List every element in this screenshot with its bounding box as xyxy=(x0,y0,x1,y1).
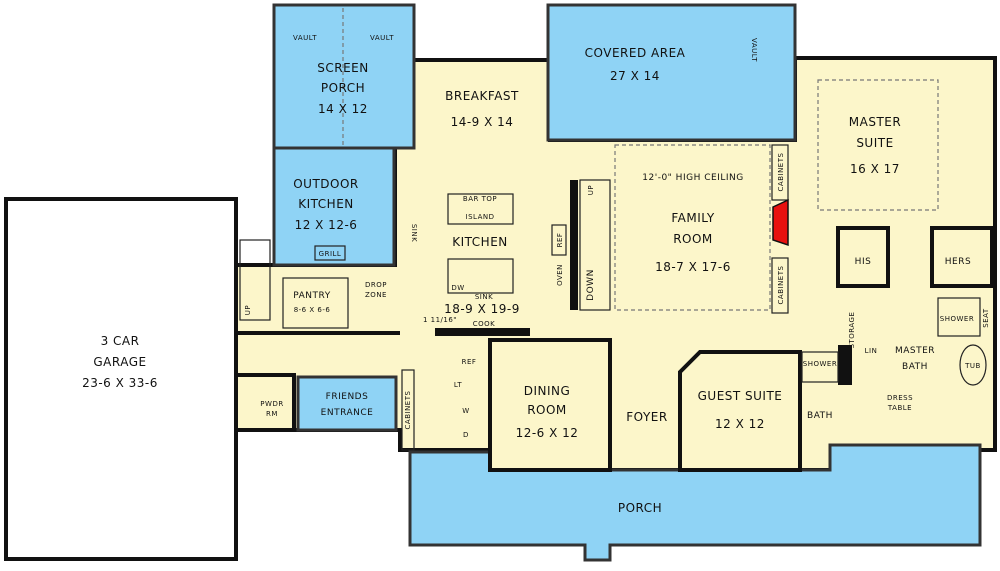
powder-room-label: PWDR xyxy=(260,400,283,408)
stairs: UP DOWN UP xyxy=(239,179,611,321)
tub-label: TUB xyxy=(964,362,981,370)
family-room-label: FAMILY xyxy=(671,211,714,225)
grill-label: GRILL xyxy=(319,250,342,258)
covered-area-size: 27 X 14 xyxy=(610,69,660,83)
guest-shower-label: SHOWER xyxy=(803,360,837,368)
garage-size: 23-6 X 33-6 xyxy=(82,376,158,390)
washer-label: W xyxy=(462,407,469,415)
storage-label: STORAGE xyxy=(848,312,856,349)
guest-suite-size: 12 X 12 xyxy=(715,417,765,431)
master-suite: MASTER SUITE 16 X 17 xyxy=(817,79,939,211)
outdoor-kitchen: OUTDOOR KITCHEN 12 X 12-6 GRILL xyxy=(272,146,396,267)
dryer-label: D xyxy=(463,431,469,439)
his-closet-label: HIS xyxy=(855,257,872,267)
family-room-label-2: ROOM xyxy=(673,232,713,246)
guest-suite: GUEST SUITE 12 X 12 SHOWER BATH xyxy=(678,350,839,472)
island-sink-label: SINK xyxy=(475,293,493,301)
foyer-label: FOYER xyxy=(626,410,667,424)
dress-table-label: DRESS xyxy=(887,394,913,402)
garage: 3 CAR GARAGE 23-6 X 33-6 xyxy=(4,197,238,561)
drop-zone-label-2: ZONE xyxy=(365,291,387,299)
linen-label: LIN xyxy=(865,347,878,355)
outdoor-kitchen-size: 12 X 12-6 xyxy=(295,218,358,232)
laundry-tub-label: LT xyxy=(454,381,462,389)
master-bath: HIS HERS STORAGE LIN SHOWER SEAT MASTER … xyxy=(836,226,994,412)
garage-label-2: GARAGE xyxy=(93,355,146,369)
hers-closet-label: HERS xyxy=(945,257,971,267)
dining-room-size: 12-6 X 12 xyxy=(516,426,579,440)
breakfast-size: 14-9 X 14 xyxy=(451,115,514,129)
cabinets-top-label: CABINETS xyxy=(777,152,785,191)
cabinets-bottom-label: CABINETS xyxy=(777,265,785,304)
master-suite-label-2: SUITE xyxy=(856,136,893,150)
master-bath-label: MASTER xyxy=(895,346,935,356)
vault-right-label: VAULT xyxy=(370,34,394,42)
oven-label: OVEN xyxy=(556,264,564,286)
porch-label: PORCH xyxy=(618,501,662,515)
dress-table-label-2: TABLE xyxy=(887,404,912,412)
drop-zone-label: DROP xyxy=(365,281,387,289)
friends-entrance-label: FRIENDS xyxy=(326,392,369,402)
screen-porch: VAULT VAULT SCREEN PORCH 14 X 12 xyxy=(272,3,416,150)
garage-label: 3 CAR xyxy=(101,334,140,348)
screen-porch-size: 14 X 12 xyxy=(318,102,368,116)
powder-room-label-2: RM xyxy=(266,410,278,418)
fireplace-icon xyxy=(772,198,789,247)
master-shower-label: SHOWER xyxy=(940,315,974,323)
master-suite-size: 16 X 17 xyxy=(850,162,900,176)
island-label: ISLAND xyxy=(466,213,495,221)
family-room-size: 18-7 X 17-6 xyxy=(655,260,731,274)
ref-label: REF xyxy=(556,233,564,248)
dining-room-label-2: ROOM xyxy=(527,403,567,417)
dimension-label: 1 11/16" xyxy=(423,316,457,324)
guest-bath-label: BATH xyxy=(807,411,833,421)
vault-left-label: VAULT xyxy=(293,34,317,42)
covered-area-label: COVERED AREA xyxy=(585,46,686,60)
breakfast-label: BREAKFAST xyxy=(445,89,519,103)
sink-label: SINK xyxy=(410,224,418,242)
guest-suite-label: GUEST SUITE xyxy=(698,389,783,403)
garage-stairs-up-label: UP xyxy=(244,305,252,315)
pantry-label: PANTRY xyxy=(293,291,330,301)
cooktop-label: COOK xyxy=(473,320,496,328)
screen-porch-label: SCREEN xyxy=(317,61,368,75)
screen-porch-label-2: PORCH xyxy=(321,81,365,95)
stairs-down-label: DOWN xyxy=(586,269,596,301)
covered-area: COVERED AREA 27 X 14 VAULT xyxy=(546,3,797,142)
outdoor-kitchen-label-2: KITCHEN xyxy=(298,197,354,211)
dishwasher-label: DW xyxy=(451,284,464,292)
kitchen-label: KITCHEN xyxy=(452,235,508,249)
dining-room-label: DINING xyxy=(524,384,571,398)
outdoor-kitchen-label: OUTDOOR xyxy=(293,177,359,191)
seat-label: SEAT xyxy=(982,308,990,328)
vault-label: VAULT xyxy=(750,38,758,62)
stairs-up-label: UP xyxy=(587,185,595,195)
master-suite-label: MASTER xyxy=(849,115,901,129)
mudroom: CABINETS REF LT W D xyxy=(401,358,477,451)
mudroom-cabinets-label: CABINETS xyxy=(404,390,412,429)
master-bath-label-2: BATH xyxy=(902,362,928,372)
pantry-size: 8-6 X 6-6 xyxy=(294,306,331,314)
bar-top-label: BAR TOP xyxy=(463,195,497,203)
dining-room: DINING ROOM 12-6 X 12 xyxy=(488,338,612,472)
family-room: 12'-0" HIGH CEILING FAMILY ROOM 18-7 X 1… xyxy=(614,144,789,314)
mudroom-ref-label: REF xyxy=(462,358,477,366)
friends-entrance-label-2: ENTRANCE xyxy=(321,408,374,418)
kitchen-size: 18-9 X 19-9 xyxy=(444,302,520,316)
ceiling-label: 12'-0" HIGH CEILING xyxy=(642,173,743,183)
